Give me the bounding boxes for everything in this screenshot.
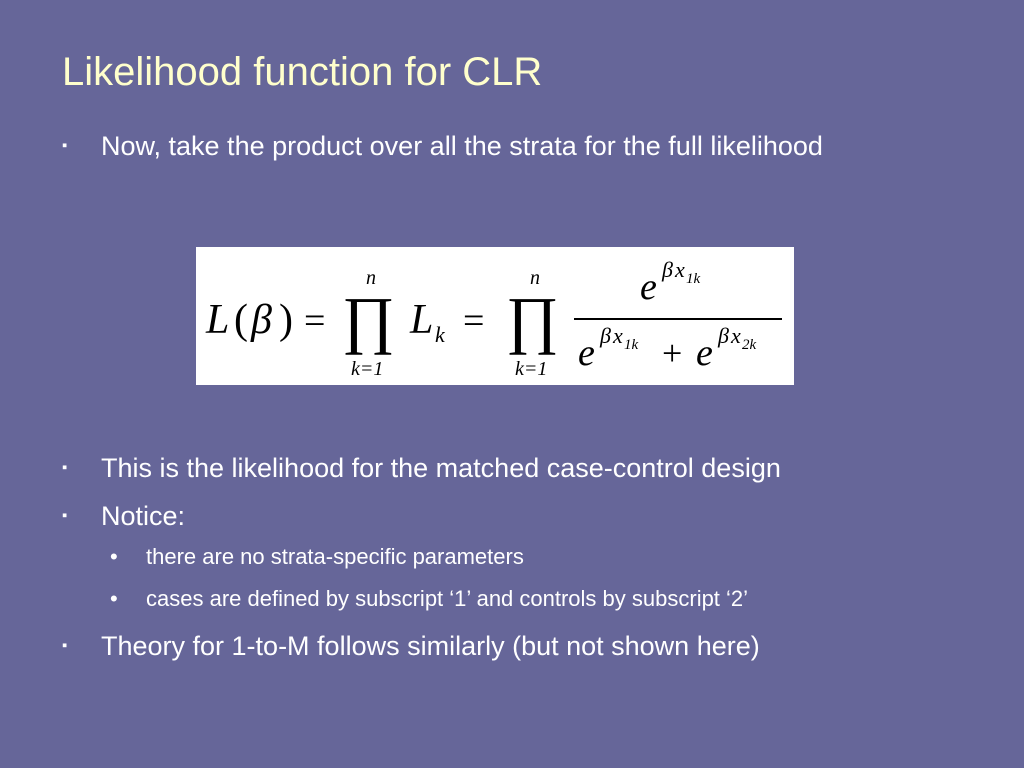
likelihood-formula: L ( β ) = n ∏ k=1 L k = n ∏ k=1 e β x 1k… — [196, 247, 794, 385]
numerator-exp-x: x — [674, 257, 685, 282]
formula-rparen: ) — [279, 297, 293, 343]
denominator-exp1-beta: β — [599, 323, 611, 348]
product-symbol: ∏ — [342, 284, 395, 355]
bullet-item: ▪ Notice: — [62, 497, 962, 535]
bullet-text: Notice: — [101, 501, 186, 531]
slide-title: Likelihood function for CLR — [62, 50, 543, 94]
numerator-exp-sub: 1k — [686, 271, 701, 287]
product-upper-limit-2: n — [530, 267, 540, 289]
sub-bullet-text: cases are defined by subscript ‘1’ and c… — [146, 586, 749, 611]
dot-bullet-icon: • — [110, 586, 118, 611]
bullet-text: Theory for 1-to-M follows similarly (but… — [101, 631, 760, 661]
sub-bullet-text: there are no strata-specific parameters — [146, 544, 524, 569]
dot-bullet-icon: • — [110, 544, 118, 569]
formula-Lk-base: L — [409, 297, 433, 343]
denominator-exp2-x: x — [730, 323, 741, 348]
denominator-exp1-sub: 1k — [624, 337, 639, 353]
bullet-item: ▪ This is the likelihood for the matched… — [62, 449, 962, 487]
product-lower-limit: k=1 — [351, 358, 383, 380]
square-bullet-icon: ▪ — [62, 637, 68, 654]
bullet-item: ▪ Now, take the product over all the str… — [62, 127, 962, 165]
formula-equals: = — [304, 300, 325, 342]
denominator-e-2: e — [696, 332, 713, 374]
numerator-exp-beta: β — [661, 257, 673, 282]
bullet-text: This is the likelihood for the matched c… — [101, 453, 781, 483]
formula-Lk-sub: k — [435, 322, 446, 347]
sub-bullet-item: • cases are defined by subscript ‘1’ and… — [110, 584, 748, 614]
denominator-exp1-x: x — [612, 323, 623, 348]
product-upper-limit: n — [366, 267, 376, 289]
square-bullet-icon: ▪ — [62, 137, 68, 154]
sub-bullet-item: • there are no strata-specific parameter… — [110, 542, 524, 572]
bullet-text: Now, take the product over all the strat… — [101, 131, 823, 161]
formula-equals-2: = — [463, 300, 484, 342]
denominator-exp2-beta: β — [717, 323, 729, 348]
denominator-exp2-sub: 2k — [742, 337, 757, 353]
numerator-e: e — [640, 266, 657, 308]
square-bullet-icon: ▪ — [62, 459, 68, 476]
formula-beta: β — [250, 297, 272, 343]
product-symbol-2: ∏ — [506, 284, 559, 355]
formula-L: L — [205, 297, 229, 343]
formula-lparen: ( — [234, 297, 248, 343]
denominator-e-1: e — [578, 332, 595, 374]
denominator-plus: + — [662, 333, 682, 373]
product-lower-limit-2: k=1 — [515, 358, 547, 380]
bullet-item: ▪ Theory for 1-to-M follows similarly (b… — [62, 627, 962, 665]
square-bullet-icon: ▪ — [62, 507, 68, 524]
